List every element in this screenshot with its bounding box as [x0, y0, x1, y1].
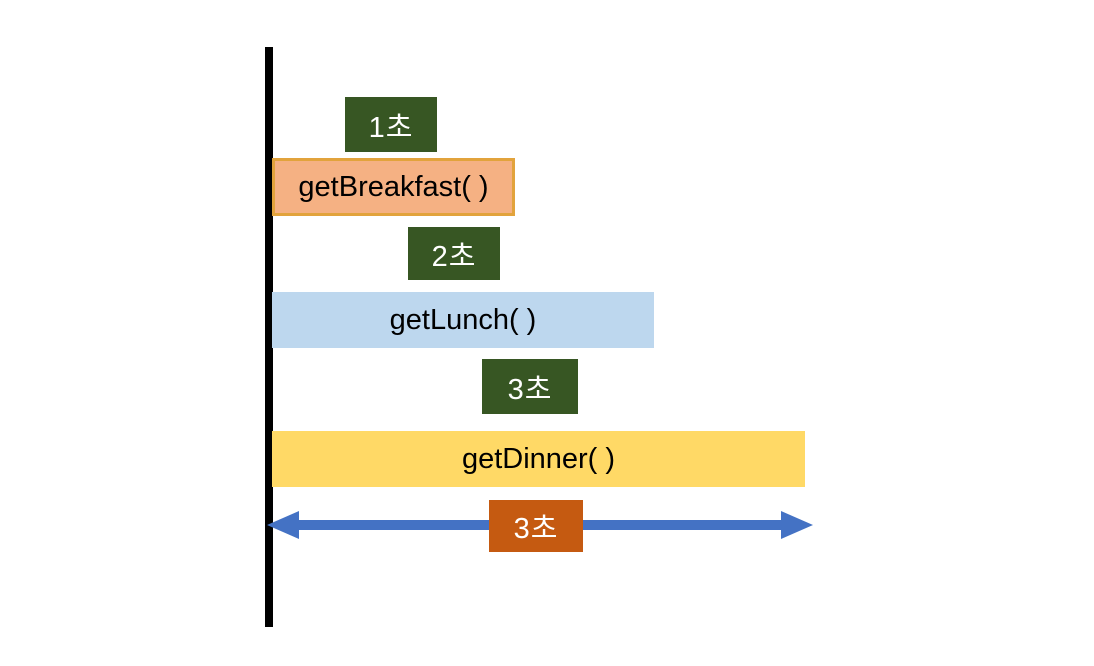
task-bar-dinner: getDinner( ) [272, 431, 805, 487]
task-label-lunch: getLunch( ) [389, 303, 537, 336]
duration-badge-breakfast: 1초 [345, 97, 437, 152]
task-label-breakfast: getBreakfast( ) [298, 170, 489, 203]
timeline-axis [265, 47, 273, 627]
task-bar-lunch: getLunch( ) [272, 292, 654, 348]
task-label-dinner: getDinner( ) [461, 442, 616, 475]
task-bar-breakfast: getBreakfast( ) [272, 158, 515, 216]
duration-badge-dinner: 3초 [482, 359, 578, 414]
arrowhead-right-icon [781, 511, 813, 539]
arrowhead-left-icon [267, 511, 299, 539]
duration-badge-lunch: 2초 [408, 227, 500, 280]
total-duration-badge: 3초 [489, 500, 583, 552]
